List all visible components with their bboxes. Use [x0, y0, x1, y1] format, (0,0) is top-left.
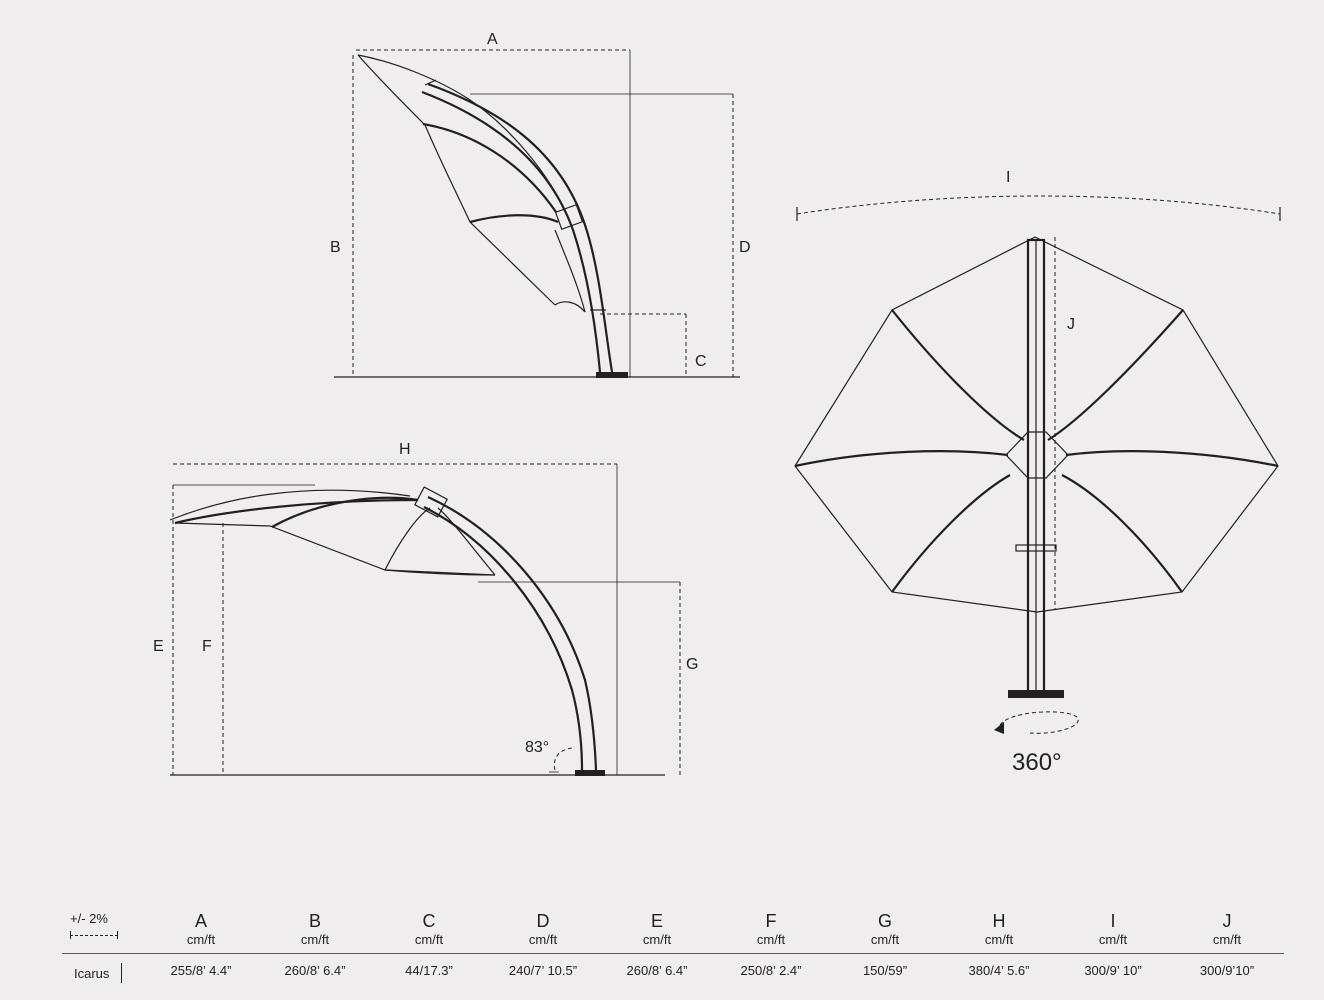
table-divider — [62, 953, 1284, 954]
tilt-angle-label: 83° — [525, 739, 549, 756]
dim-label-e: E — [153, 638, 164, 655]
table-cell: 380/4’ 5.6” — [968, 963, 1030, 978]
table-cell: 150/59” — [862, 963, 908, 978]
column-letter: I — [1110, 911, 1116, 931]
column-letter: E — [650, 911, 663, 931]
column-unit: cm/ft — [1098, 932, 1128, 947]
column-letter: D — [536, 911, 550, 931]
table-cell: 44/17.3” — [405, 963, 453, 978]
model-cell: Icarus — [62, 963, 144, 983]
column-unit: cm/ft — [756, 932, 786, 947]
column-letter: H — [992, 911, 1006, 931]
dim-label-a: A — [487, 31, 498, 48]
dim-label-d: D — [739, 239, 751, 256]
side-view-tilted: A B C D — [330, 31, 751, 378]
value-cells: 255/8’ 4.4” 260/8’ 6.4” 44/17.3” 240/7’ 10.… — [144, 963, 1284, 979]
column-unit: cm/ft — [186, 932, 216, 947]
table-cell: 255/8’ 4.4” — [170, 963, 232, 978]
side-view-horizontal: H E F G 83° — [153, 441, 698, 776]
column-letter: G — [877, 911, 892, 931]
table-cell: 240/7’ 10.5” — [508, 963, 578, 978]
column-letter: C — [422, 911, 436, 931]
column-unit: cm/ft — [1212, 932, 1242, 947]
table-cell: 300/9’ 10” — [1084, 963, 1142, 978]
table-row: Icarus 255/8’ 4.4” 260/8’ 6.4” 44/17.3” 240… — [62, 963, 1284, 983]
table-cell: 300/9’10” — [1199, 963, 1255, 978]
column-unit: cm/ft — [984, 932, 1014, 947]
dim-label-c: C — [695, 353, 707, 370]
table-cell: 250/8’ 2.4” — [740, 963, 802, 978]
column-letter: A — [194, 911, 207, 931]
dim-label-i: I — [1006, 169, 1010, 186]
table-cell: 260/8’ 6.4” — [626, 963, 688, 978]
table-cell: 260/8’ 6.4” — [284, 963, 346, 978]
dim-label-f: F — [202, 638, 212, 655]
column-unit: cm/ft — [870, 932, 900, 947]
column-letter: F — [765, 911, 777, 931]
dim-label-g: G — [686, 656, 698, 673]
model-separator — [121, 963, 123, 983]
column-unit: cm/ft — [642, 932, 672, 947]
tolerance-dash-icon — [70, 931, 118, 939]
column-letter: B — [308, 911, 321, 931]
column-unit: cm/ft — [414, 932, 444, 947]
umbrella-dimension-drawing: A B C D H E — [153, 31, 1281, 776]
rotation-label: 360° — [1012, 749, 1062, 776]
tolerance-label: +/- 2% — [70, 911, 108, 926]
dim-label-j: J — [1067, 316, 1075, 333]
column-unit: cm/ft — [528, 932, 558, 947]
tolerance-cell: +/- 2% — [62, 906, 144, 939]
front-view: I J 360° — [794, 169, 1281, 776]
model-name: Icarus — [74, 966, 110, 981]
column-unit: cm/ft — [300, 932, 330, 947]
dim-label-b: B — [330, 239, 341, 256]
dim-label-h: H — [399, 441, 411, 458]
column-letter: J — [1222, 911, 1232, 931]
